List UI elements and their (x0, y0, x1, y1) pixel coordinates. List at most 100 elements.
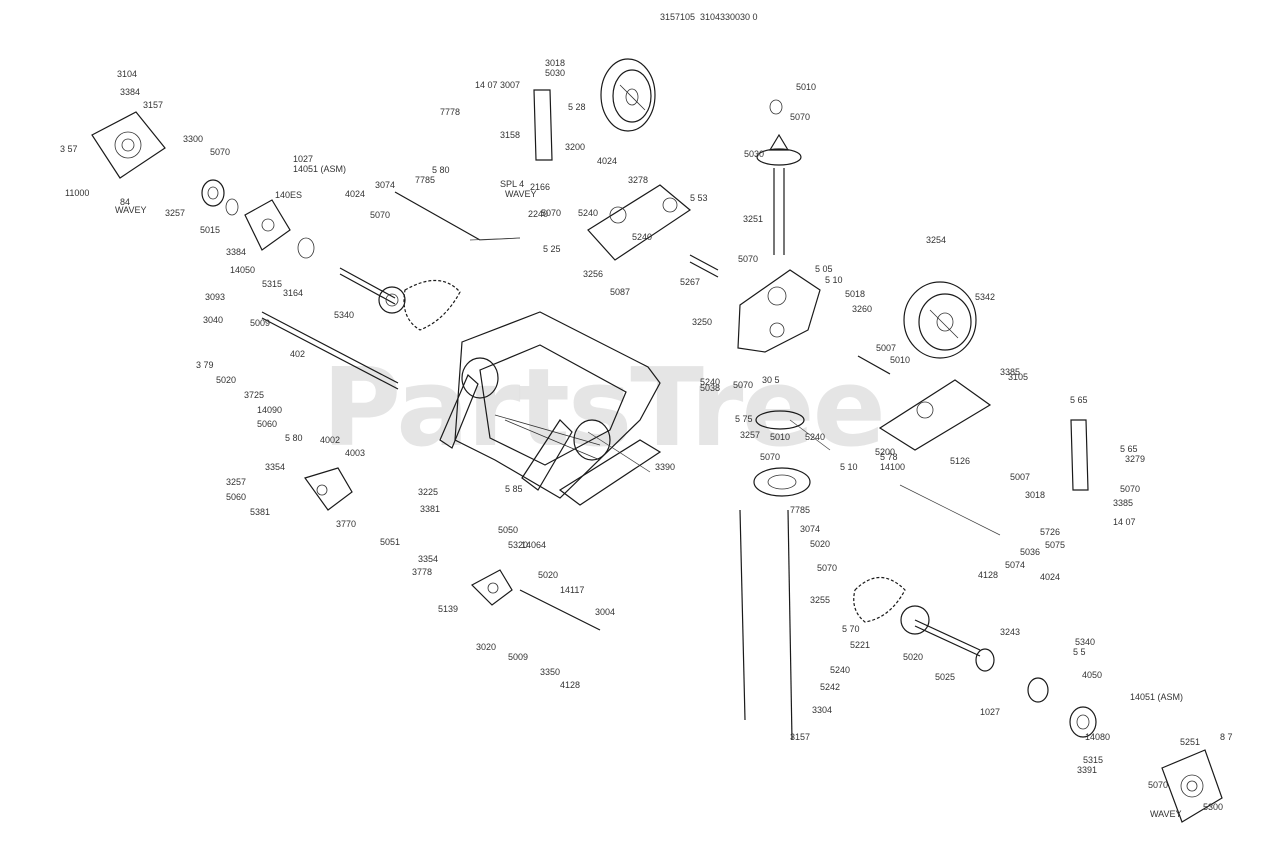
part-number-label: 3279 (1125, 454, 1145, 464)
part-number-label: 7785 (790, 505, 810, 515)
part-number-label: 5 5 (1073, 647, 1086, 657)
part-number-label: 5009 (250, 318, 270, 328)
part-number-label: 5074 (1005, 560, 1025, 570)
part-number-label: 7778 (440, 107, 460, 117)
part-number-label: 5025 (935, 672, 955, 682)
part-number-label: 14080 (1085, 732, 1110, 742)
part-number-label: 5010 (796, 82, 816, 92)
part-number-label: 3725 (244, 390, 264, 400)
part-number-label: 5240 (578, 208, 598, 218)
part-number-label: 5070 (541, 208, 561, 218)
part-number-label: 5070 (733, 380, 753, 390)
left-bearing (201, 179, 239, 216)
part-number-label: 3278 (628, 175, 648, 185)
part-number-label: 5 05 (815, 264, 833, 274)
part-number-label: 4050 (1082, 670, 1102, 680)
vertical-shaft-assembly (756, 99, 802, 255)
lower-bracket-14064 (471, 569, 601, 631)
part-number-label: 5070 (817, 563, 837, 573)
part-number-label: 3225 (418, 487, 438, 497)
part-number-label: 3300 (720, 12, 740, 22)
part-number-label: 5 75 (735, 414, 753, 424)
center-lever-arm (587, 184, 719, 278)
part-number-label: 4024 (1040, 572, 1060, 582)
part-number-label: 3074 (375, 180, 395, 190)
part-number-label: 3390 (655, 462, 675, 472)
right-pulley (903, 281, 977, 359)
part-number-label: 5139 (438, 604, 458, 614)
part-number-label: 3260 (852, 304, 872, 314)
part-number-label: 5 78 (880, 452, 898, 462)
part-number-label: 5300 (1203, 802, 1223, 812)
part-number-label: 5030 (744, 149, 764, 159)
part-number-label: 5070 (738, 254, 758, 264)
part-number-label: 5267 (680, 277, 700, 287)
part-number-label: 3105 (1008, 372, 1028, 382)
part-number-label: 5070 (1120, 484, 1140, 494)
part-number-label: 14 07 (1113, 517, 1136, 527)
part-number-label: 3255 (810, 595, 830, 605)
part-number-label: 3385 (1113, 498, 1133, 508)
part-number-label: 3391 (1077, 765, 1097, 775)
part-number-label: 5060 (257, 419, 277, 429)
part-number-label: 3350 (540, 667, 560, 677)
part-number-label: 5 80 (285, 433, 303, 443)
part-number-label: 5726 (1040, 527, 1060, 537)
part-number-label: 5007 (876, 343, 896, 353)
part-number-label: 5315 (1083, 755, 1103, 765)
part-number-label: 5075 (1045, 540, 1065, 550)
center-pulley (753, 410, 811, 497)
part-number-label: 5240 (632, 232, 652, 242)
part-number-label: 5240 (700, 377, 720, 387)
part-number-label: WAVEY (1150, 809, 1182, 819)
part-number-label: 5020 (538, 570, 558, 580)
left-sprocket-shaft (339, 267, 406, 314)
part-number-label: 3164 (283, 288, 303, 298)
flat-bar-right (1070, 419, 1089, 491)
part-number-label: 5070 (370, 210, 390, 220)
leader-lines (469, 237, 1001, 536)
part-number-label: 30 0 (740, 12, 758, 22)
part-number-label: 5038 (700, 383, 720, 393)
main-frame (439, 311, 662, 506)
part-number-label: 5315 (262, 279, 282, 289)
part-number-label: 5342 (975, 292, 995, 302)
right-bearing (975, 648, 1097, 738)
part-number-label: 4003 (345, 448, 365, 458)
part-number-label: 3251 (743, 214, 763, 224)
part-number-label: 4002 (320, 435, 340, 445)
part-number-label: 5 85 (505, 484, 523, 494)
part-number-label: 3157 (660, 12, 680, 22)
part-number-label: 3257 (740, 430, 760, 440)
part-number-label: 14064 (521, 540, 546, 550)
part-number-label: 5015 (200, 225, 220, 235)
right-lever-arm (857, 355, 992, 451)
part-number-label: 5320 (508, 540, 528, 550)
part-number-label: 4024 (597, 156, 617, 166)
vertical-spring-rods (739, 509, 793, 741)
part-number-label: 3004 (595, 607, 615, 617)
part-number-label: 3385 (1000, 367, 1020, 377)
part-number-label: 5020 (903, 652, 923, 662)
part-number-label: 3384 (226, 247, 246, 257)
part-number-label: 5 53 (690, 193, 708, 203)
part-number-label: 3 79 (196, 360, 214, 370)
part-number-label: 3243 (1000, 627, 1020, 637)
part-number-label: 2240 (528, 209, 548, 219)
part-number-label: 5070 (210, 147, 230, 157)
part-number-label: 5070 (760, 452, 780, 462)
part-number-label: 5126 (950, 456, 970, 466)
part-number-label: 3158 (500, 130, 520, 140)
part-number-label: 3770 (336, 519, 356, 529)
part-number-label: 5 25 (543, 244, 561, 254)
part-number-label: 1027 (293, 154, 313, 164)
part-number-label: 5018 (845, 289, 865, 299)
part-number-label: 140ES (275, 190, 302, 200)
part-number-label: WAVEY (505, 189, 537, 199)
part-number-label: 3250 (692, 317, 712, 327)
part-number-label: SPL 4 (500, 179, 524, 189)
part-number-label: 14117 (560, 585, 584, 595)
part-number-label: 3778 (412, 567, 432, 577)
